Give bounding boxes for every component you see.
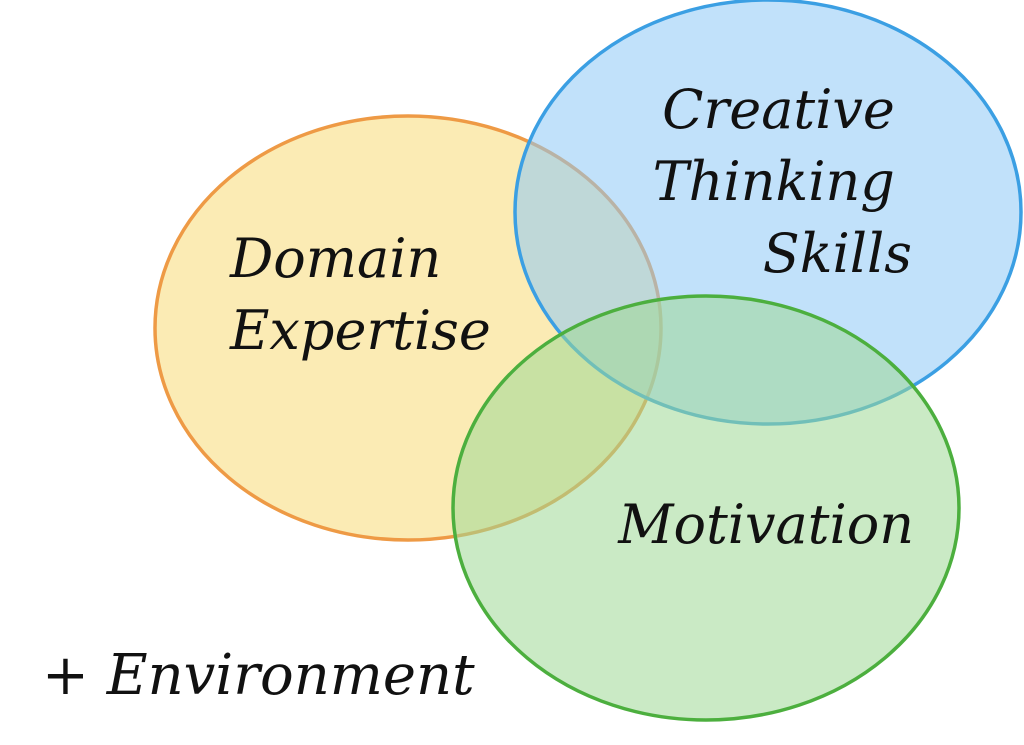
motivation-circle (451, 294, 961, 722)
domain-label-line-1: Domain (229, 227, 441, 290)
motivation-label-line-1: Motivation (617, 493, 914, 556)
domain-label-line-2: Expertise (229, 299, 491, 362)
creative-label-line-2: Thinking (653, 150, 895, 213)
environment-note: + Environment (42, 643, 475, 708)
domain-expertise-label: Domain Expertise (229, 227, 491, 362)
creative-label-line-3: Skills (763, 222, 912, 285)
creative-thinking-skills-label: Creative Thinking Skills (653, 78, 912, 285)
creative-label-line-1: Creative (662, 78, 895, 141)
motivation-label: Motivation (617, 493, 914, 556)
